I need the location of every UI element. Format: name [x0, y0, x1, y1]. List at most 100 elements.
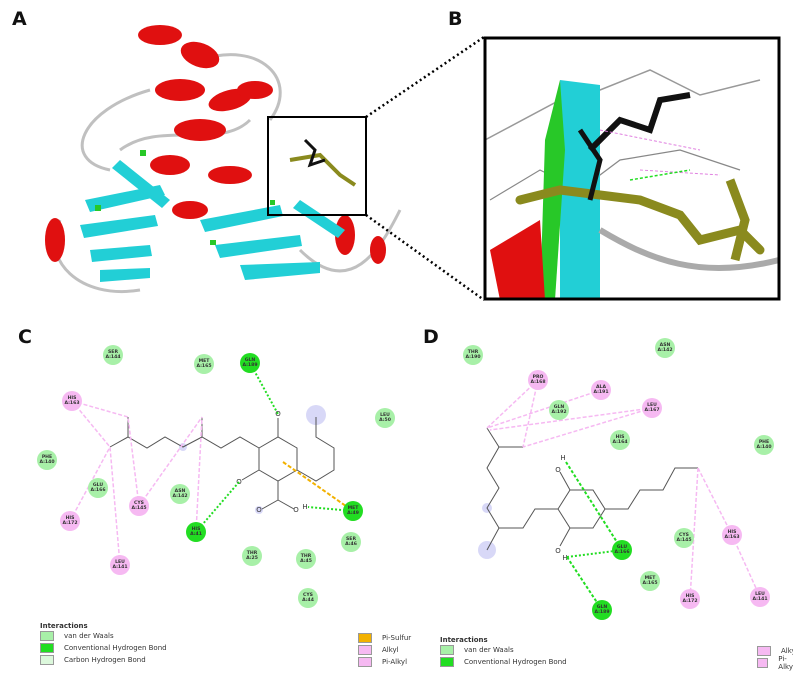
residue-name: LEU	[115, 560, 125, 565]
legend-label: Conventional Hydrogen Bond	[464, 658, 567, 666]
atom-o: O	[236, 478, 242, 486]
ligand-d-ring	[557, 489, 606, 529]
protein-structure-figure	[45, 25, 781, 302]
residue-id: A:190	[465, 355, 481, 360]
residue-name: CYS	[133, 501, 144, 506]
alkyl-d	[522, 407, 653, 448]
residue-name: CYS	[302, 593, 313, 598]
residue-id: A:141	[112, 565, 128, 570]
panel-label-d: D	[423, 326, 439, 348]
alkyl-c	[127, 416, 140, 507]
residue-name: THR	[300, 554, 312, 559]
residue-id: A:44	[302, 598, 314, 603]
ligand-d-pentyl	[605, 467, 698, 510]
solvent-exposure-halo	[306, 405, 326, 425]
legend-swatch	[757, 646, 771, 656]
panel-label-a: A	[12, 8, 27, 30]
ligand-d-chain	[486, 427, 523, 448]
hbond-d	[565, 461, 623, 551]
residue-id: A:172	[682, 599, 698, 604]
atom-h: H	[562, 554, 567, 562]
legend-label: van der Waals	[464, 646, 514, 654]
residue-id: A:163	[724, 535, 740, 540]
ligand-d-bond	[559, 471, 571, 491]
residue-id: A:189	[242, 363, 258, 368]
atom-o: O	[555, 466, 561, 474]
residue-name: ALA	[595, 385, 607, 390]
atom-o: O	[256, 506, 262, 514]
residue-name: LEU	[380, 413, 390, 418]
residue-name: MET	[347, 506, 359, 511]
ligand-c-ring	[258, 436, 298, 482]
residue-id: A:164	[612, 440, 628, 445]
ligand-c-bond	[241, 469, 260, 481]
alkyl-d	[522, 379, 539, 448]
solvent-exposure-halo	[255, 506, 263, 514]
residue-id: A:140	[39, 460, 55, 465]
residue-name: CYS	[678, 533, 689, 538]
residue-name: MET	[198, 359, 210, 364]
panel-label-b: B	[448, 8, 463, 30]
residue-id: A:50	[379, 418, 391, 423]
atom-o: O	[293, 506, 299, 514]
alkyl-d	[486, 389, 602, 429]
legend-label: Carbon Hydrogen Bond	[64, 656, 146, 664]
residue-id: A:189	[594, 610, 610, 615]
ligand-c-carboxyl	[277, 499, 295, 510]
legend-swatch	[440, 657, 454, 667]
legend-d-title: Interactions	[440, 636, 488, 644]
legend-swatch	[358, 645, 372, 655]
residue-id: A:167	[644, 408, 660, 413]
legend-item: van der Waals	[440, 644, 567, 656]
alkyl-c	[109, 446, 121, 566]
legend-swatch	[40, 655, 54, 665]
legend-item: van der Waals	[40, 630, 167, 642]
ligand-c-chain	[109, 436, 260, 449]
legend-item: Conventional Hydrogen Bond	[40, 642, 167, 654]
residue-id: A:142	[657, 348, 673, 353]
residue-name: ASN	[659, 343, 671, 348]
hbond-d	[566, 549, 623, 558]
residue-name: LEU	[755, 592, 765, 597]
legend-item: Carbon Hydrogen Bond	[40, 654, 167, 666]
atom-h: H	[560, 454, 565, 462]
alkyl-d	[689, 467, 699, 600]
ligand-c-pentyl	[296, 417, 335, 482]
residue-id: A:163	[64, 401, 80, 406]
atom-o: O	[555, 547, 561, 555]
residue-id: A:41	[190, 532, 202, 537]
residue-name: THR	[246, 551, 258, 556]
legend-swatch	[440, 645, 454, 655]
legend-swatch	[40, 643, 54, 653]
panel-b-binding-site-closeup	[483, 36, 781, 301]
legend-swatch	[358, 657, 372, 667]
legend-item: Pi-Sulfur	[358, 632, 411, 644]
residue-id: A:166	[90, 488, 106, 493]
hbond-c	[195, 481, 240, 533]
ligand-d-bond	[559, 527, 571, 547]
ligand-d-chain	[486, 446, 500, 551]
